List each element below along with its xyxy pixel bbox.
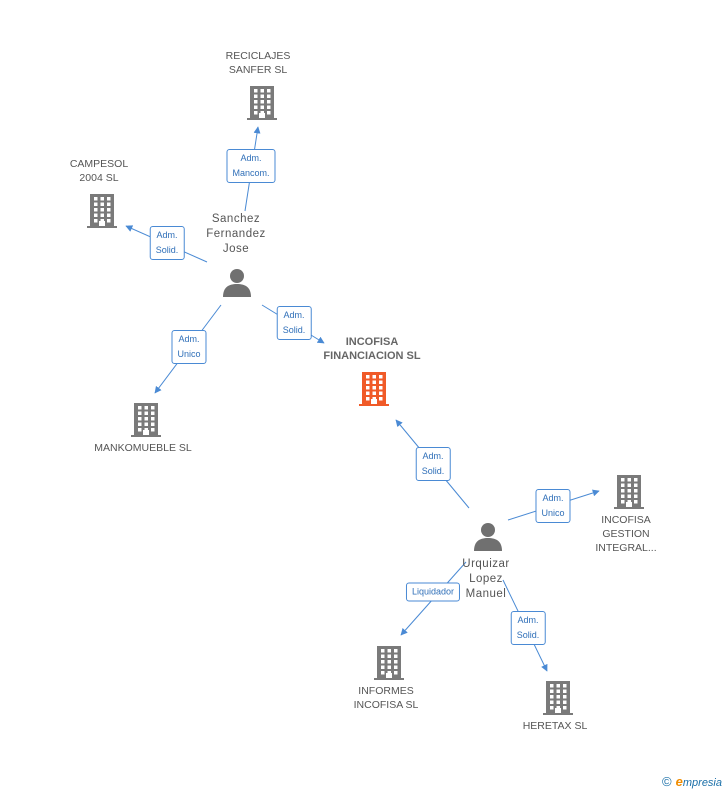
- node-label-incofisa-financiacion[interactable]: INCOFISA FINANCIACION SL: [323, 336, 421, 362]
- node-label-campesol[interactable]: CAMPESOL 2004 SL: [69, 158, 129, 184]
- building-icon[interactable]: [131, 402, 161, 443]
- node-label-sanchez[interactable]: Sanchez Fernandez Jose: [206, 213, 266, 255]
- building-icon[interactable]: [247, 85, 277, 126]
- role-badge[interactable]: Adm. Mancom.: [226, 149, 276, 183]
- brand-logo-initial: e: [675, 774, 683, 789]
- person-icon[interactable]: [473, 522, 503, 557]
- building-icon[interactable]: [359, 371, 389, 412]
- node-label-urquizar[interactable]: Urquizar Lopez Manuel: [462, 558, 510, 600]
- building-icon[interactable]: [374, 645, 404, 686]
- role-badge[interactable]: Adm. Solid.: [510, 611, 546, 645]
- role-badge[interactable]: Adm. Unico: [171, 330, 207, 364]
- copyright-icon: ©: [662, 774, 672, 789]
- role-badge[interactable]: Adm. Solid.: [415, 447, 451, 481]
- role-badge[interactable]: Adm. Solid.: [276, 306, 312, 340]
- building-icon[interactable]: [614, 474, 644, 515]
- node-label-informes[interactable]: INFORMES INCOFISA SL: [353, 685, 419, 711]
- person-icon[interactable]: [222, 268, 252, 303]
- role-badge[interactable]: Adm. Solid.: [149, 226, 185, 260]
- node-label-mankomueble[interactable]: MANKOMUEBLE SL: [94, 442, 192, 454]
- node-label-reciclajes[interactable]: RECICLAJES SANFER SL: [225, 50, 291, 76]
- building-icon[interactable]: [543, 680, 573, 721]
- node-label-heretax[interactable]: HERETAX SL: [522, 720, 588, 732]
- node-label-incofisa-gestion[interactable]: INCOFISA GESTION INTEGRAL...: [595, 514, 657, 554]
- building-icon[interactable]: [87, 193, 117, 234]
- role-badge[interactable]: Adm. Unico: [535, 489, 571, 523]
- brand-logo-text: mpresia: [682, 777, 722, 789]
- role-badge[interactable]: Liquidador: [405, 582, 461, 602]
- brand-footer[interactable]: ©empresia: [662, 774, 722, 789]
